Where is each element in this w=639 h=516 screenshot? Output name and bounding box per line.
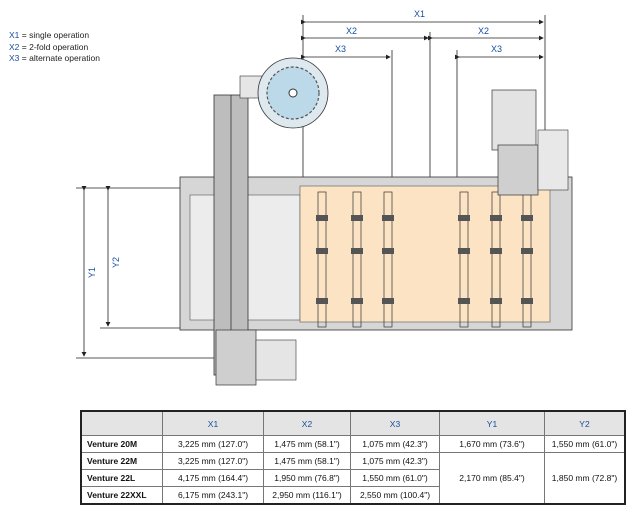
vacuum-pod [382, 298, 394, 304]
pod-rail [491, 191, 501, 328]
model-cell: Venture 22M [80, 452, 163, 470]
machine-drawing: X1 X2 X2 X3 X3 Y1 Y2 [76, 9, 573, 386]
legend: X1 = single operation X2 = 2-fold operat… [9, 30, 100, 65]
vacuum-pod [490, 248, 502, 254]
x3-cell: 2,550 mm (100.4") [350, 486, 440, 505]
vacuum-pod [458, 215, 470, 221]
dim-x3-right-label: X3 [491, 44, 502, 54]
vacuum-pod [316, 248, 328, 254]
work-table [299, 185, 551, 323]
dim-x1-label: X1 [414, 9, 425, 19]
vacuum-pod [382, 248, 394, 254]
x3-cell: 1,075 mm (42.3") [350, 452, 440, 470]
vacuum-pod [351, 248, 363, 254]
x1-cell: 3,225 mm (127.0") [162, 452, 264, 470]
table-header-row: X1 X2 X3 Y1 Y2 [80, 410, 626, 436]
tool-changer-hub [288, 88, 298, 98]
table-row: Venture 20M 3,225 mm (127.0") 1,475 mm (… [80, 435, 626, 453]
x1-cell: 3,225 mm (127.0") [162, 435, 264, 453]
spindle-unit-right [497, 144, 539, 196]
pod-rail [459, 191, 469, 328]
spindle-head-left [215, 329, 257, 386]
spindle-head-right [491, 89, 537, 151]
table-row: Venture 22L 4,175 mm (164.4") 1,950 mm (… [80, 469, 625, 487]
vacuum-pods [316, 191, 533, 328]
x3-cell: 1,550 mm (61.0") [350, 469, 440, 487]
header-y1: Y1 [439, 410, 545, 436]
vacuum-pod [490, 215, 502, 221]
vacuum-pod [490, 298, 502, 304]
vacuum-pod [458, 248, 470, 254]
model-cell: Venture 20M [80, 435, 163, 453]
vacuum-pod [351, 215, 363, 221]
header-model [80, 410, 163, 436]
table-row: Venture 22XXL 6,175 mm (243.1") 2,950 mm… [80, 486, 625, 505]
vacuum-pod [351, 298, 363, 304]
specs-table: X1 X2 X3 Y1 Y2 Venture 20M 3,225 mm (127… [80, 410, 626, 505]
x1-cell: 4,175 mm (164.4") [162, 469, 264, 487]
vacuum-pod [382, 215, 394, 221]
legend-item-x1: X1 = single operation [9, 30, 90, 40]
spindle-motor-left [255, 339, 297, 381]
vacuum-pod [316, 298, 328, 304]
x1-cell: 6,175 mm (243.1") [162, 486, 264, 505]
x2-cell: 1,475 mm (58.1") [263, 452, 351, 470]
legend-item-x2: X2 = 2-fold operation [9, 41, 89, 52]
pod-rail [352, 191, 362, 328]
x2-cell: 1,475 mm (58.1") [263, 435, 351, 453]
vacuum-pod [316, 215, 328, 221]
y2-cell: 1,850 mm (72.8") [544, 452, 626, 505]
pod-rail [383, 191, 393, 328]
header-x1: X1 [162, 410, 264, 436]
vacuum-pod [458, 298, 470, 304]
model-cell: Venture 22L [80, 469, 163, 487]
x3-cell: 1,075 mm (42.3") [350, 435, 440, 453]
vacuum-pod [521, 298, 533, 304]
x2-cell: 2,950 mm (116.1") [263, 486, 351, 505]
header-x2: X2 [263, 410, 351, 436]
dim-y2-label: Y2 [111, 257, 121, 268]
pod-rail [317, 191, 327, 328]
x2-cell: 1,950 mm (76.8") [263, 469, 351, 487]
dim-x2-left-label: X2 [346, 26, 357, 36]
y1-cell: 2,170 mm (85.4") [439, 452, 545, 505]
vacuum-pod [521, 215, 533, 221]
model-cell: Venture 22XXL [80, 486, 163, 505]
legend-item-x3: X3 = alternate operation [9, 53, 100, 63]
vacuum-pod [521, 248, 533, 254]
header-x3: X3 [350, 410, 440, 436]
header-y2: Y2 [544, 410, 626, 436]
dim-x3-left-label: X3 [335, 44, 346, 54]
table-row: Venture 22M 3,225 mm (127.0") 1,475 mm (… [80, 452, 626, 505]
spindle-motor-right [537, 129, 569, 191]
y2-cell: 1,550 mm (61.0") [544, 435, 626, 453]
dim-x2-right-label: X2 [478, 26, 489, 36]
y1-cell: 1,670 mm (73.6") [439, 435, 545, 453]
dim-y1-label: Y1 [87, 267, 97, 278]
